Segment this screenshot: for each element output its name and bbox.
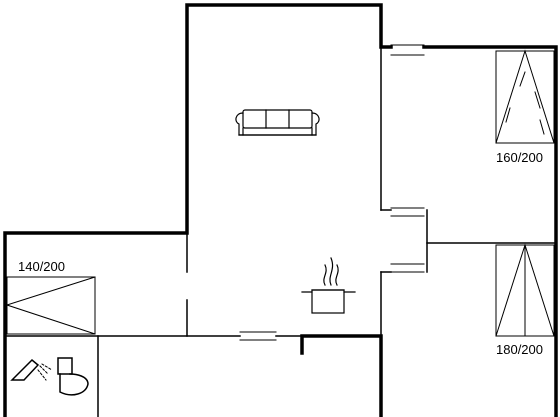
exterior-walls [3, 3, 558, 417]
bed-size-top-right: 160/200 [496, 150, 543, 165]
sofa-icon [235, 109, 320, 136]
toilet-icon [57, 357, 89, 396]
bed-size-bottom-right: 180/200 [496, 342, 543, 357]
shower-icon [10, 358, 53, 381]
bed-bottom-right [495, 243, 555, 337]
cooking-pot-icon [301, 257, 356, 314]
openings [239, 44, 425, 341]
bed-top-right [495, 49, 555, 144]
interior-walls [4, 46, 557, 417]
bed-left [6, 276, 96, 335]
bed-size-left: 140/200 [18, 259, 65, 274]
